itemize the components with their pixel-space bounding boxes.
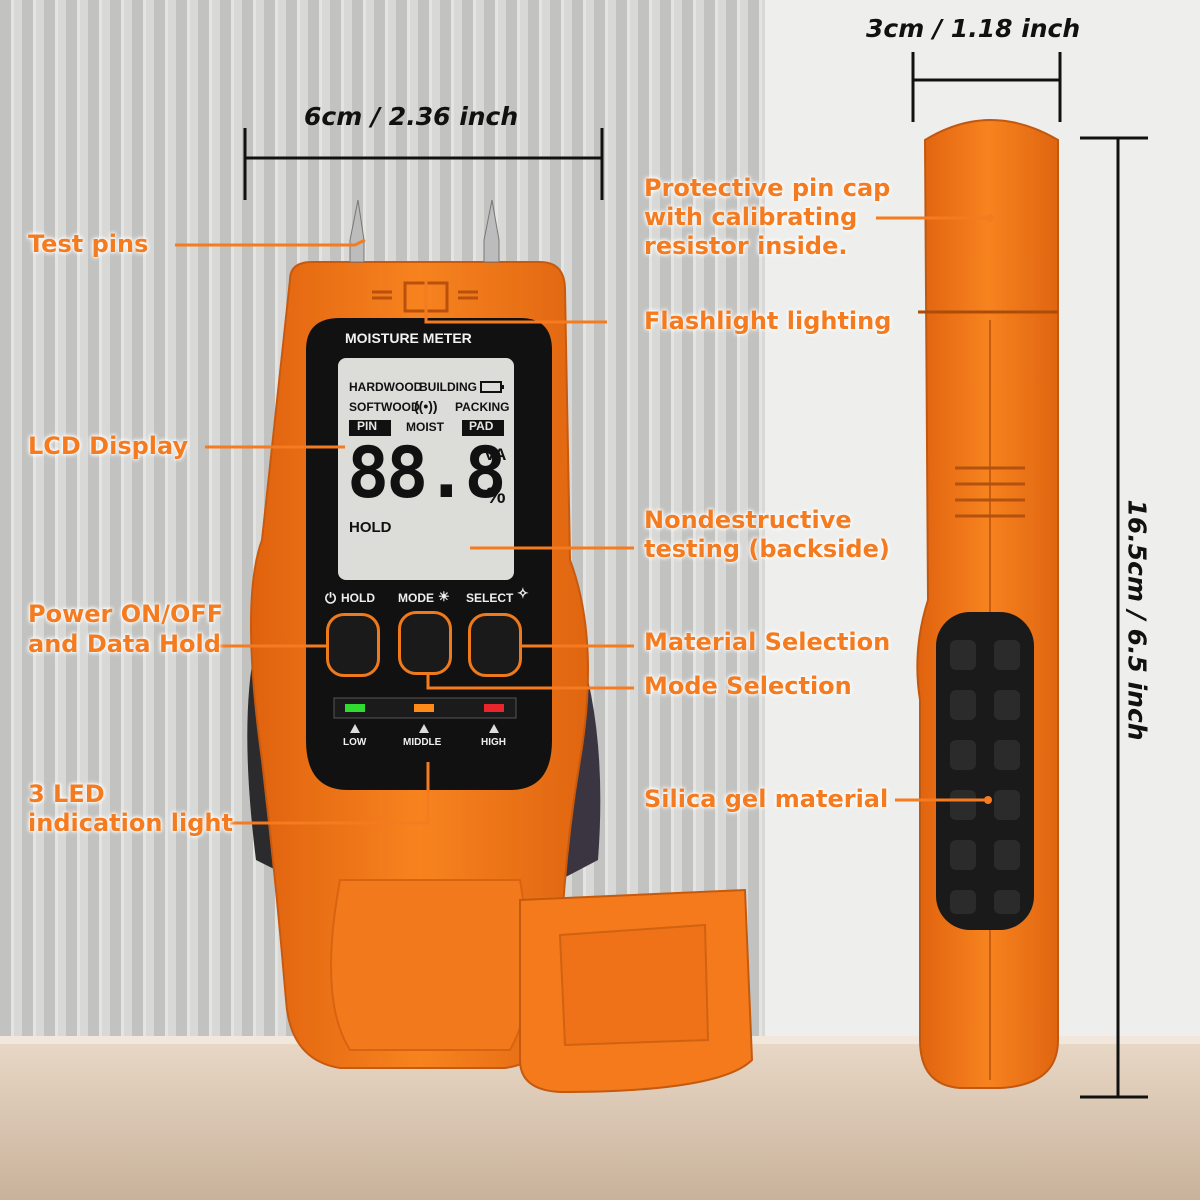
- lcd-pad: PAD: [469, 419, 494, 433]
- silica-gel-bumps: [950, 640, 1020, 914]
- dimension-lines: [243, 52, 1148, 1099]
- led-green: [345, 704, 365, 712]
- select-button-label: SELECT: [466, 591, 514, 605]
- callout-dots: [984, 214, 994, 804]
- led-red: [484, 704, 504, 712]
- label-flashlight: Flashlight lighting: [644, 307, 892, 335]
- lcd-softwood: SOFTWOOD: [349, 400, 420, 414]
- label-nondestructive-line2: testing (backside): [644, 535, 890, 563]
- lcd-screen: [338, 358, 514, 580]
- lcd-pin: PIN: [357, 419, 378, 433]
- lcd-hardwood: HARDWOOD: [349, 380, 423, 394]
- label-cap-line1: Protective pin cap: [644, 174, 891, 202]
- power-icon: ⏻: [325, 590, 337, 606]
- signal-icon: ((•)): [414, 398, 438, 414]
- lcd-va: VA: [484, 445, 507, 464]
- label-nondestructive-line1: Nondestructive: [644, 506, 852, 534]
- flashlight-icon: ✧: [517, 585, 529, 601]
- pin-cap-inner: [558, 923, 710, 1047]
- test-pin-right: [483, 199, 500, 263]
- mode-button[interactable]: [398, 611, 452, 675]
- width-dimension: 6cm / 2.36 inch: [304, 102, 519, 131]
- label-silica-gel: Silica gel material: [644, 785, 889, 813]
- lcd-digits: 88.8: [347, 432, 507, 514]
- hold-button-label: HOLD: [341, 591, 375, 605]
- select-button[interactable]: [468, 613, 522, 677]
- lcd-building: BUILDING: [419, 380, 477, 394]
- label-led-line1: 3 LED: [28, 780, 105, 808]
- led-low-label: LOW: [343, 737, 367, 748]
- battery-tip: [501, 385, 504, 389]
- lcd-packing: PACKING: [455, 400, 510, 414]
- side-device: [916, 119, 1059, 1089]
- label-power-line2: and Data Hold: [28, 630, 221, 658]
- mode-button-label: MODE: [398, 591, 434, 605]
- top-vents: [372, 290, 478, 300]
- depth-dimension: 3cm / 1.18 inch: [866, 14, 1081, 43]
- label-material-selection: Material Selection: [644, 628, 891, 656]
- label-mode-selection: Mode Selection: [644, 672, 852, 700]
- lcd-percent: %: [486, 483, 506, 508]
- label-test-pins: Test pins: [28, 230, 149, 258]
- label-led-line2: indication light: [28, 809, 233, 837]
- label-power-line1: Power ON/OFF: [28, 600, 224, 628]
- label-cap-line3: resistor inside.: [644, 232, 848, 260]
- pin-box: [349, 420, 391, 436]
- label-cap-line2: with calibrating: [644, 203, 858, 231]
- power-hold-button[interactable]: [326, 613, 380, 677]
- sun-icon: ☀: [438, 589, 450, 604]
- callout-lines: [175, 216, 990, 825]
- lcd-hold: HOLD: [349, 519, 392, 536]
- lcd-moist: MOIST: [406, 420, 444, 434]
- led-middle-label: MIDDLE: [403, 737, 442, 748]
- device-title: MOISTURE METER: [345, 330, 472, 346]
- label-lcd-display: LCD Display: [28, 432, 189, 460]
- side-vents: [955, 466, 1025, 518]
- led-high-label: HIGH: [481, 737, 506, 748]
- lower-panel: [330, 879, 529, 1051]
- height-dimension: 16.5cm / 6.5 inch: [1122, 499, 1152, 741]
- pad-box: [462, 420, 504, 436]
- led-arrows: [350, 724, 499, 733]
- side-body: [916, 119, 1059, 1089]
- led-orange: [414, 704, 434, 712]
